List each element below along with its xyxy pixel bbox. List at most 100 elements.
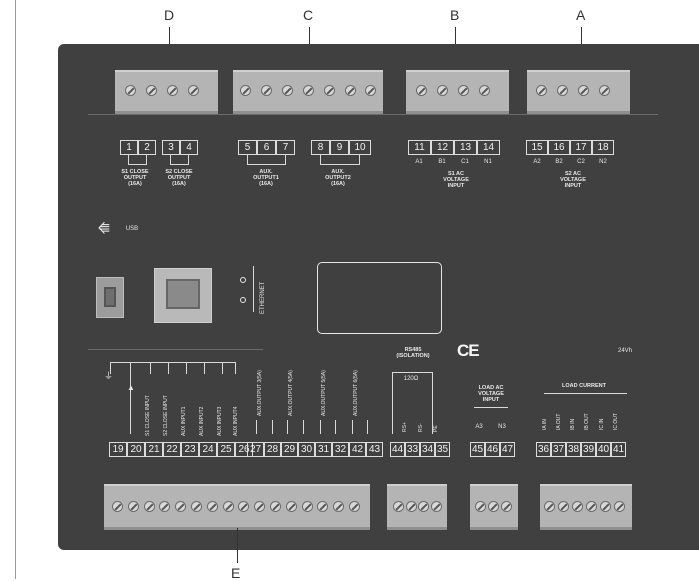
- screw[interactable]: [303, 85, 314, 96]
- callout-c: C: [303, 7, 314, 23]
- terminal-6: 6: [257, 140, 276, 155]
- screw[interactable]: [501, 501, 512, 512]
- screw[interactable]: [127, 501, 139, 512]
- screw[interactable]: [167, 85, 178, 96]
- terminal-23: 23: [181, 442, 199, 457]
- relay-wire: [335, 420, 336, 434]
- rating-text: 24Vh: [617, 348, 632, 354]
- screw[interactable]: [614, 501, 625, 512]
- screw[interactable]: [365, 85, 376, 96]
- terminal-17: 17: [570, 140, 592, 155]
- page-margin-line: [15, 0, 16, 579]
- label-s2-close-input: S2 CLOSE INPUT: [163, 395, 169, 436]
- terminal-16: 16: [548, 140, 570, 155]
- terminal-7: 7: [276, 140, 295, 155]
- relay-wire: [247, 155, 248, 165]
- screw[interactable]: [125, 85, 136, 96]
- ground-icon: ⏚: [104, 371, 114, 381]
- screw[interactable]: [430, 501, 442, 512]
- label-aux-output1: AUX. OUTPUT1 (16A): [253, 169, 279, 187]
- terminal-18: 18: [592, 140, 614, 155]
- screw[interactable]: [479, 85, 490, 96]
- screw[interactable]: [393, 501, 404, 512]
- screw[interactable]: [345, 85, 356, 96]
- screw[interactable]: [285, 501, 297, 512]
- leader-e: [237, 528, 238, 563]
- screw[interactable]: [578, 85, 589, 96]
- screw[interactable]: [572, 501, 583, 512]
- screw[interactable]: [261, 85, 272, 96]
- screw[interactable]: [191, 501, 202, 512]
- screw[interactable]: [146, 85, 157, 96]
- terminal-13: 13: [454, 140, 477, 155]
- label-aux-output3: AUX.OUTPUT 3(5A): [257, 370, 263, 416]
- relay-wire: [256, 420, 257, 434]
- screw[interactable]: [558, 501, 569, 512]
- screw[interactable]: [458, 85, 469, 96]
- screw[interactable]: [488, 501, 499, 512]
- screw[interactable]: [238, 501, 250, 512]
- screw[interactable]: [599, 85, 610, 96]
- terminal-12: 12: [431, 140, 454, 155]
- screw[interactable]: [349, 501, 360, 512]
- usb-port[interactable]: [96, 277, 124, 318]
- screw[interactable]: [270, 501, 281, 512]
- top-rail: [88, 114, 658, 115]
- screw[interactable]: [586, 501, 597, 512]
- screw[interactable]: [544, 501, 555, 512]
- screw[interactable]: [112, 501, 123, 512]
- screw[interactable]: [557, 85, 568, 96]
- terminal-32: 32: [332, 442, 349, 457]
- terminal-14: 14: [477, 140, 500, 155]
- ethernet-port[interactable]: [154, 268, 212, 323]
- terminal-33: 33: [405, 442, 420, 457]
- screw[interactable]: [437, 85, 448, 96]
- ct-ia-out: IA OUT: [556, 413, 562, 430]
- phase-a2: A2: [533, 159, 541, 165]
- screw[interactable]: [159, 501, 171, 512]
- label-rs485: RS485 (ISOLATION): [396, 347, 430, 359]
- label-aux-output6: AUX.OUTPUT 6(5A): [353, 370, 359, 416]
- terminal-36: 36: [536, 442, 551, 457]
- screw[interactable]: [600, 501, 611, 512]
- input-wire: [186, 362, 187, 374]
- screw[interactable]: [240, 85, 251, 96]
- terminal-35: 35: [435, 442, 450, 457]
- screw[interactable]: [317, 501, 329, 512]
- screw[interactable]: [475, 501, 486, 512]
- screw[interactable]: [206, 501, 218, 512]
- callout-d: D: [164, 7, 175, 23]
- ct-ia-in: IA IN: [542, 419, 548, 430]
- screw[interactable]: [188, 85, 199, 96]
- screw[interactable]: [416, 85, 427, 96]
- screw[interactable]: [418, 501, 429, 512]
- rs485-pin-minus: RS-: [418, 423, 424, 432]
- input-wire: [235, 362, 236, 374]
- screw[interactable]: [254, 501, 266, 512]
- label-s1-close-input: S1 CLOSE INPUT: [145, 395, 151, 436]
- ethernet-led: [240, 297, 246, 303]
- rs485-resistor: 120Ω: [403, 376, 419, 382]
- phase-a1: A1: [415, 159, 423, 165]
- terminal-41: 41: [611, 442, 626, 457]
- ethernet-led: [240, 277, 246, 283]
- screw[interactable]: [405, 501, 417, 512]
- terminal-45: 45: [470, 442, 485, 457]
- input-wire: [150, 362, 151, 374]
- relay-wire: [359, 155, 360, 165]
- screw[interactable]: [222, 501, 234, 512]
- screw[interactable]: [143, 501, 155, 512]
- terminal-5: 5: [238, 140, 257, 155]
- ethernet-led-line: [253, 266, 254, 312]
- relay-wire: [320, 155, 321, 165]
- ethernet-label: ETHERNET: [260, 281, 266, 314]
- screw[interactable]: [175, 501, 187, 512]
- screw[interactable]: [536, 85, 547, 96]
- screw[interactable]: [282, 85, 293, 96]
- label-aux-output2: AUX. OUTPUT2 (16A): [325, 169, 351, 187]
- screw[interactable]: [324, 85, 335, 96]
- terminal-21: 21: [145, 442, 163, 457]
- terminal-34: 34: [420, 442, 435, 457]
- screw[interactable]: [301, 501, 313, 512]
- screw[interactable]: [333, 501, 345, 512]
